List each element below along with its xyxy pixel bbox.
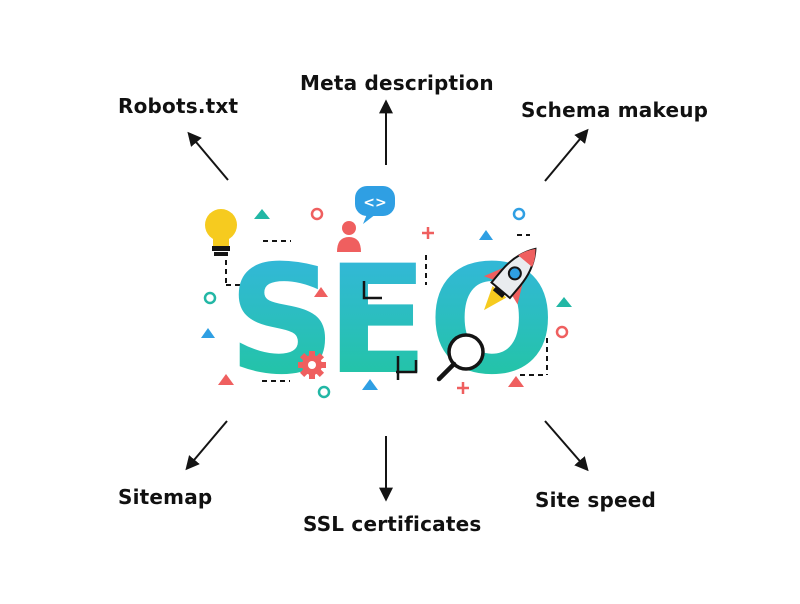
lightbulb-icon [205,209,237,256]
arrow-robots [187,131,229,181]
circle-icon [203,291,217,305]
plus-icon [422,227,434,239]
arrow-schema [544,128,589,182]
code-bubble-icon: <> [355,186,395,224]
label-schema-makeup: Schema makeup [521,98,709,122]
person-icon [337,221,361,252]
gear-icon [298,351,326,379]
seo-letter-s: S [228,234,336,408]
triangle-icon [508,376,524,387]
triangle-icon [556,297,572,307]
circle-icon [555,325,569,339]
triangle-icon [362,379,378,390]
label-ssl-certificates: SSL certificates [303,512,482,536]
label-meta-description: Meta description [300,71,494,95]
triangle-icon [254,209,270,219]
seo-letter-o: O [428,234,556,408]
triangle-icon [218,374,234,385]
label-robots-txt: Robots.txt [118,94,239,118]
svg-text:<>: <> [363,195,386,211]
seo-letter-e: E [326,234,428,408]
triangle-icon [201,328,215,338]
label-sitemap: Sitemap [118,485,213,509]
label-site-speed: Site speed [535,488,657,512]
magnifier-icon [436,333,485,382]
arrow-sitemap [185,420,228,471]
arrow-speed [544,420,589,472]
rocket-icon [483,247,537,311]
circle-icon [512,207,526,221]
circle-icon [317,385,331,399]
dashed-lines [225,234,548,382]
triangle-icon [314,287,328,297]
plus-icon [457,382,469,394]
bracket-lines [362,281,418,380]
circle-icon [310,207,324,221]
triangle-icon [479,230,493,240]
